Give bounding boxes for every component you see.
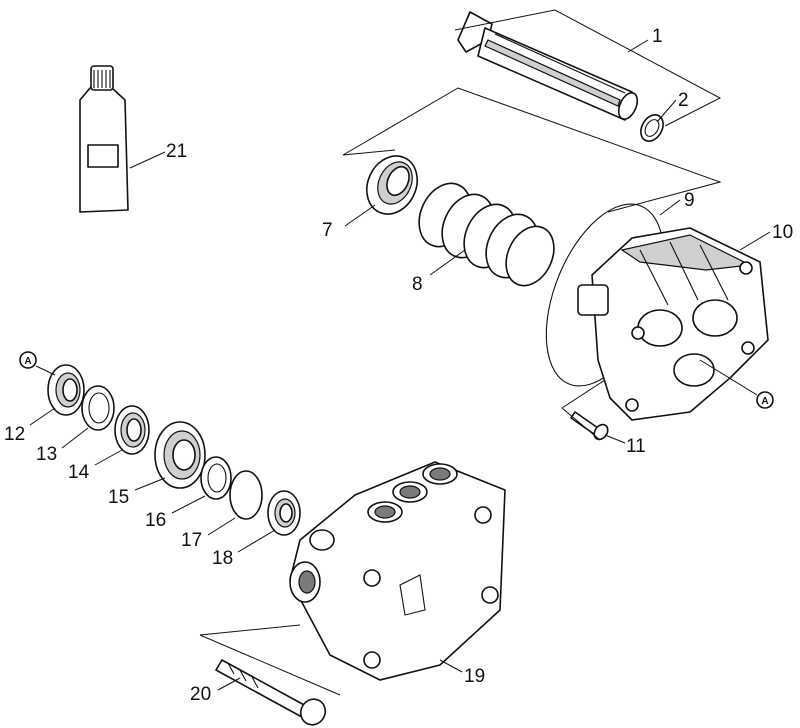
part-1-plunger (457, 11, 639, 121)
part-10-pump-head (577, 227, 769, 421)
svg-text:A: A (24, 356, 31, 367)
leader-lines (29, 39, 771, 691)
svg-text:A: A (761, 396, 768, 407)
part-18-seal (267, 490, 301, 536)
callout-14: 14 (68, 462, 90, 483)
callout-15: 15 (108, 487, 129, 508)
callout-20: 20 (190, 684, 211, 705)
part-14-seal (114, 405, 150, 455)
callout-9: 9 (684, 190, 695, 211)
part-8-spring (418, 182, 555, 287)
callout-11: 11 (626, 436, 646, 457)
callout-2: 2 (678, 90, 689, 111)
callout-17: 17 (181, 530, 202, 551)
bracket-1-2 (454, 9, 722, 127)
ref-mark-a-left: A (19, 351, 37, 369)
callout-18: 18 (212, 548, 233, 569)
callout-13: 13 (36, 444, 57, 465)
part-7-seal (366, 155, 418, 215)
part-17-o-ring (229, 470, 263, 520)
callout-8: 8 (412, 274, 423, 295)
part-13-washer (81, 385, 115, 431)
callout-16: 16 (145, 510, 166, 531)
part-11-screw (570, 411, 609, 441)
callout-labels: 1 2 7 8 9 10 11 12 13 14 15 16 17 18 19 … (4, 26, 793, 705)
callout-19: 19 (464, 666, 485, 687)
callout-10: 10 (772, 222, 793, 243)
bracket-19-20 (199, 624, 341, 696)
callout-12: 12 (4, 424, 25, 445)
bracket-11 (561, 379, 606, 441)
callout-1: 1 (652, 26, 663, 47)
callout-21: 21 (166, 141, 187, 162)
part-12-seal-retainer (47, 364, 85, 416)
part-15-seal-housing (154, 421, 206, 489)
bracket-7-8 (342, 87, 722, 213)
part-2-ring (640, 114, 664, 142)
callout-7: 7 (322, 220, 333, 241)
part-19-valve-housing (289, 461, 506, 681)
ref-mark-a-right: A (756, 391, 774, 409)
part-20-bolt (215, 659, 327, 726)
part-16-washer (200, 456, 232, 500)
part-21-oil-bottle (79, 65, 129, 213)
